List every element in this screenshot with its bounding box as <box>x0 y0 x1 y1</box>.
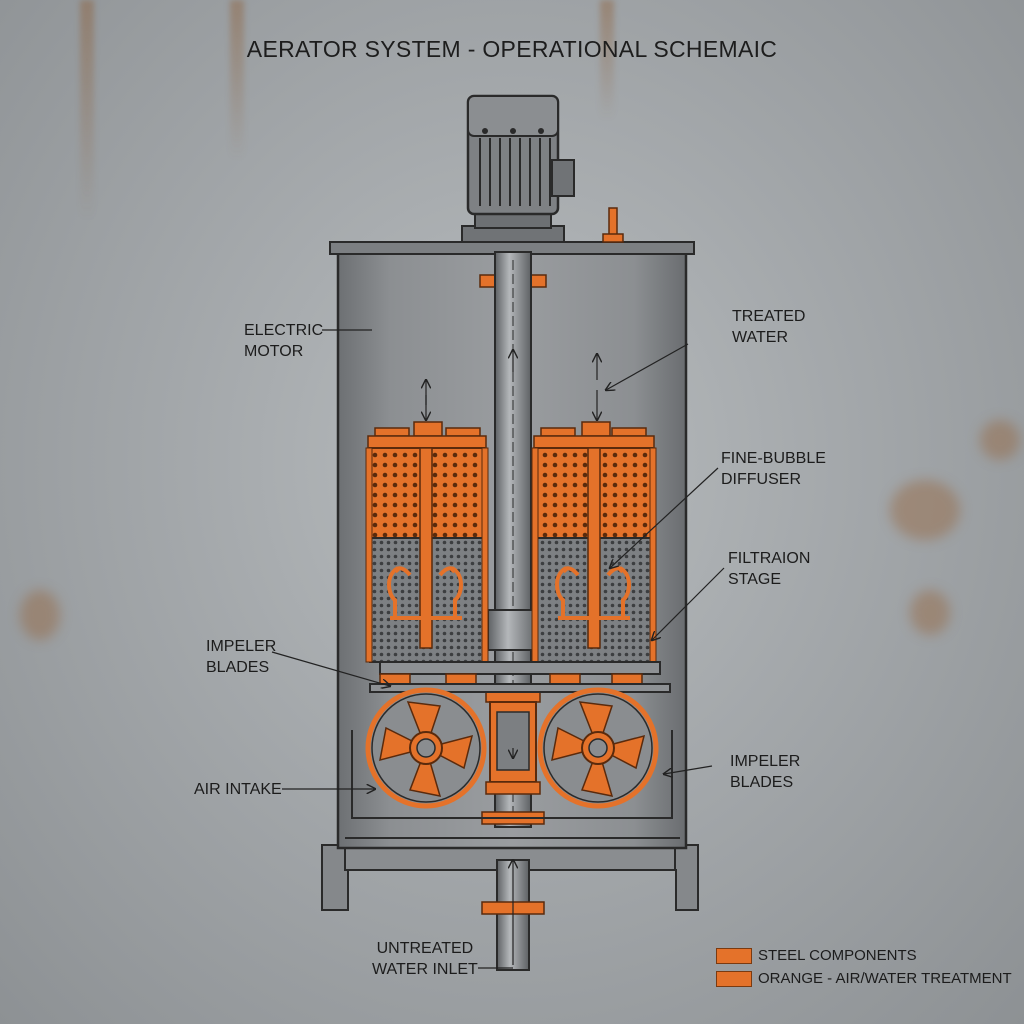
impeller-right <box>537 687 659 809</box>
rust-streak <box>80 0 94 220</box>
label-air-intake: AIR INTAKE <box>194 781 282 798</box>
rust-stain <box>980 420 1020 460</box>
legend-swatch <box>716 947 752 964</box>
rust-stain <box>890 480 960 540</box>
rust-stain <box>20 590 60 640</box>
legend-item: ORANGE - AIR/WATER TREATMENT <box>716 967 1012 990</box>
label-filtration-stage: FILTRAION STAGE <box>728 550 811 588</box>
flow-arrows <box>426 350 597 758</box>
legend-swatch <box>716 970 752 987</box>
inlet-pipe <box>481 860 545 971</box>
label-impeller-blades-left: IMPELER BLADES <box>206 638 277 676</box>
rust-stain <box>910 590 950 635</box>
rust-streak <box>230 0 244 160</box>
central-shaft <box>479 251 547 828</box>
label-treated-water: TREATED WATER <box>732 308 806 346</box>
impeller-left <box>365 687 487 809</box>
label-impeller-blades-right: IMPELER BLADES <box>730 753 801 791</box>
legend: STEEL COMPONENTS ORANGE - AIR/WATER TREA… <box>716 944 1012 990</box>
leader-lines <box>271 329 725 969</box>
legend-label: STEEL COMPONENTS <box>758 947 917 964</box>
legend-item: STEEL COMPONENTS <box>716 944 1012 967</box>
label-fine-bubble-diffuser: FINE-BUBBLE DIFFUSER <box>721 450 826 488</box>
legend-label: ORANGE - AIR/WATER TREATMENT <box>758 970 1012 987</box>
diagram-title: AERATOR SYSTEM - OPERATIONAL SCHEMAIC <box>246 36 778 62</box>
label-electric-motor: ELECTRIC MOTOR <box>244 322 324 360</box>
label-untreated-water-inlet: UNTREATED WATER INLET <box>372 940 478 978</box>
filter-module-left <box>365 421 489 663</box>
electric-motor <box>461 94 575 243</box>
rust-streak <box>600 0 614 120</box>
